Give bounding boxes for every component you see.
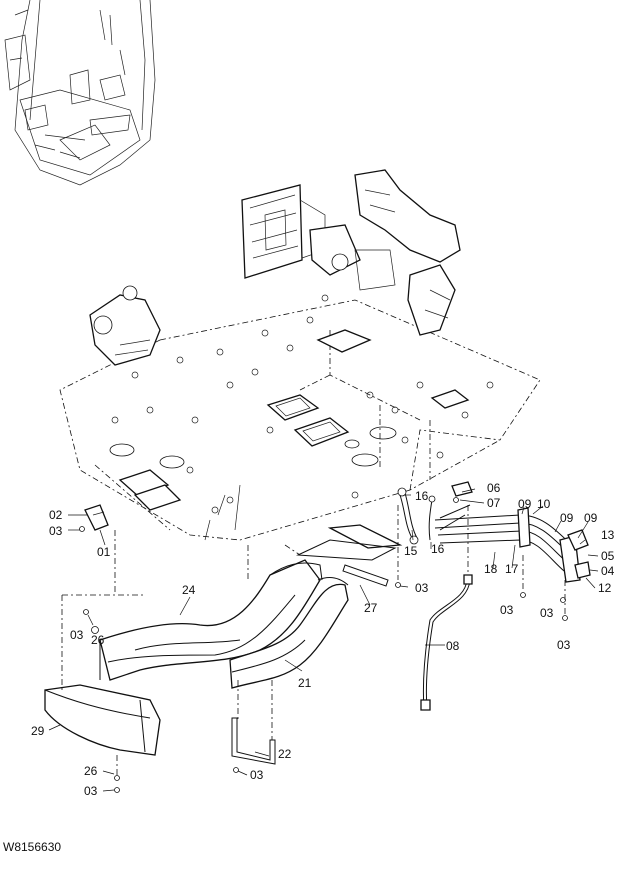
callout-26: 26 [91, 633, 105, 647]
callout-08: 08 [446, 639, 460, 653]
bracket-01 [79, 504, 109, 532]
fasteners [83, 497, 568, 793]
callout-06: 06 [487, 481, 501, 495]
duct-29 [44, 684, 161, 756]
callout-09: 09 [518, 497, 532, 511]
callout-15: 15 [404, 544, 418, 558]
callout-03: 03 [250, 768, 264, 782]
pipes-17-18 [434, 481, 591, 583]
callout-21: 21 [298, 676, 312, 690]
hose-15 [397, 487, 436, 545]
bracket-22 [231, 717, 276, 773]
drawing-code: W8156630 [3, 840, 62, 854]
callout-24: 24 [182, 583, 196, 597]
right-duct-assembly [309, 169, 461, 336]
callout-03: 03 [70, 628, 84, 642]
callout-16: 16 [415, 489, 429, 503]
callout-03: 03 [49, 524, 63, 538]
callout-05: 05 [601, 549, 615, 563]
callout-03: 03 [540, 606, 554, 620]
callout-09: 09 [584, 511, 598, 525]
callout-16: 16 [431, 542, 445, 556]
left-duct-outlet [89, 285, 161, 366]
projection-lines [61, 405, 566, 775]
callout-12: 12 [598, 581, 612, 595]
callout-22: 22 [278, 747, 292, 761]
leader-lines [48, 488, 599, 792]
callout-labels: 02 03 01 24 03 26 21 29 26 03 22 03 27 0… [31, 481, 615, 798]
callout-03: 03 [84, 784, 98, 798]
callout-27: 27 [364, 601, 378, 615]
duct-21 [229, 577, 349, 689]
callout-04: 04 [601, 564, 615, 578]
duct-24 [99, 559, 323, 681]
bracket-27 [296, 524, 403, 587]
callout-17: 17 [505, 562, 519, 576]
callout-29: 29 [31, 724, 45, 738]
callout-02: 02 [49, 508, 63, 522]
callout-26: 26 [84, 764, 98, 778]
cab-location-inset [4, 0, 156, 186]
callout-01: 01 [97, 545, 111, 559]
callout-03: 03 [557, 638, 571, 652]
callout-07: 07 [487, 496, 501, 510]
callout-03: 03 [415, 581, 429, 595]
callout-09: 09 [560, 511, 574, 525]
cable-08 [420, 574, 473, 711]
floor-plate-details [109, 294, 494, 541]
callout-10: 10 [537, 497, 551, 511]
callout-03: 03 [500, 603, 514, 617]
callout-13: 13 [601, 528, 615, 542]
callout-18: 18 [484, 562, 498, 576]
